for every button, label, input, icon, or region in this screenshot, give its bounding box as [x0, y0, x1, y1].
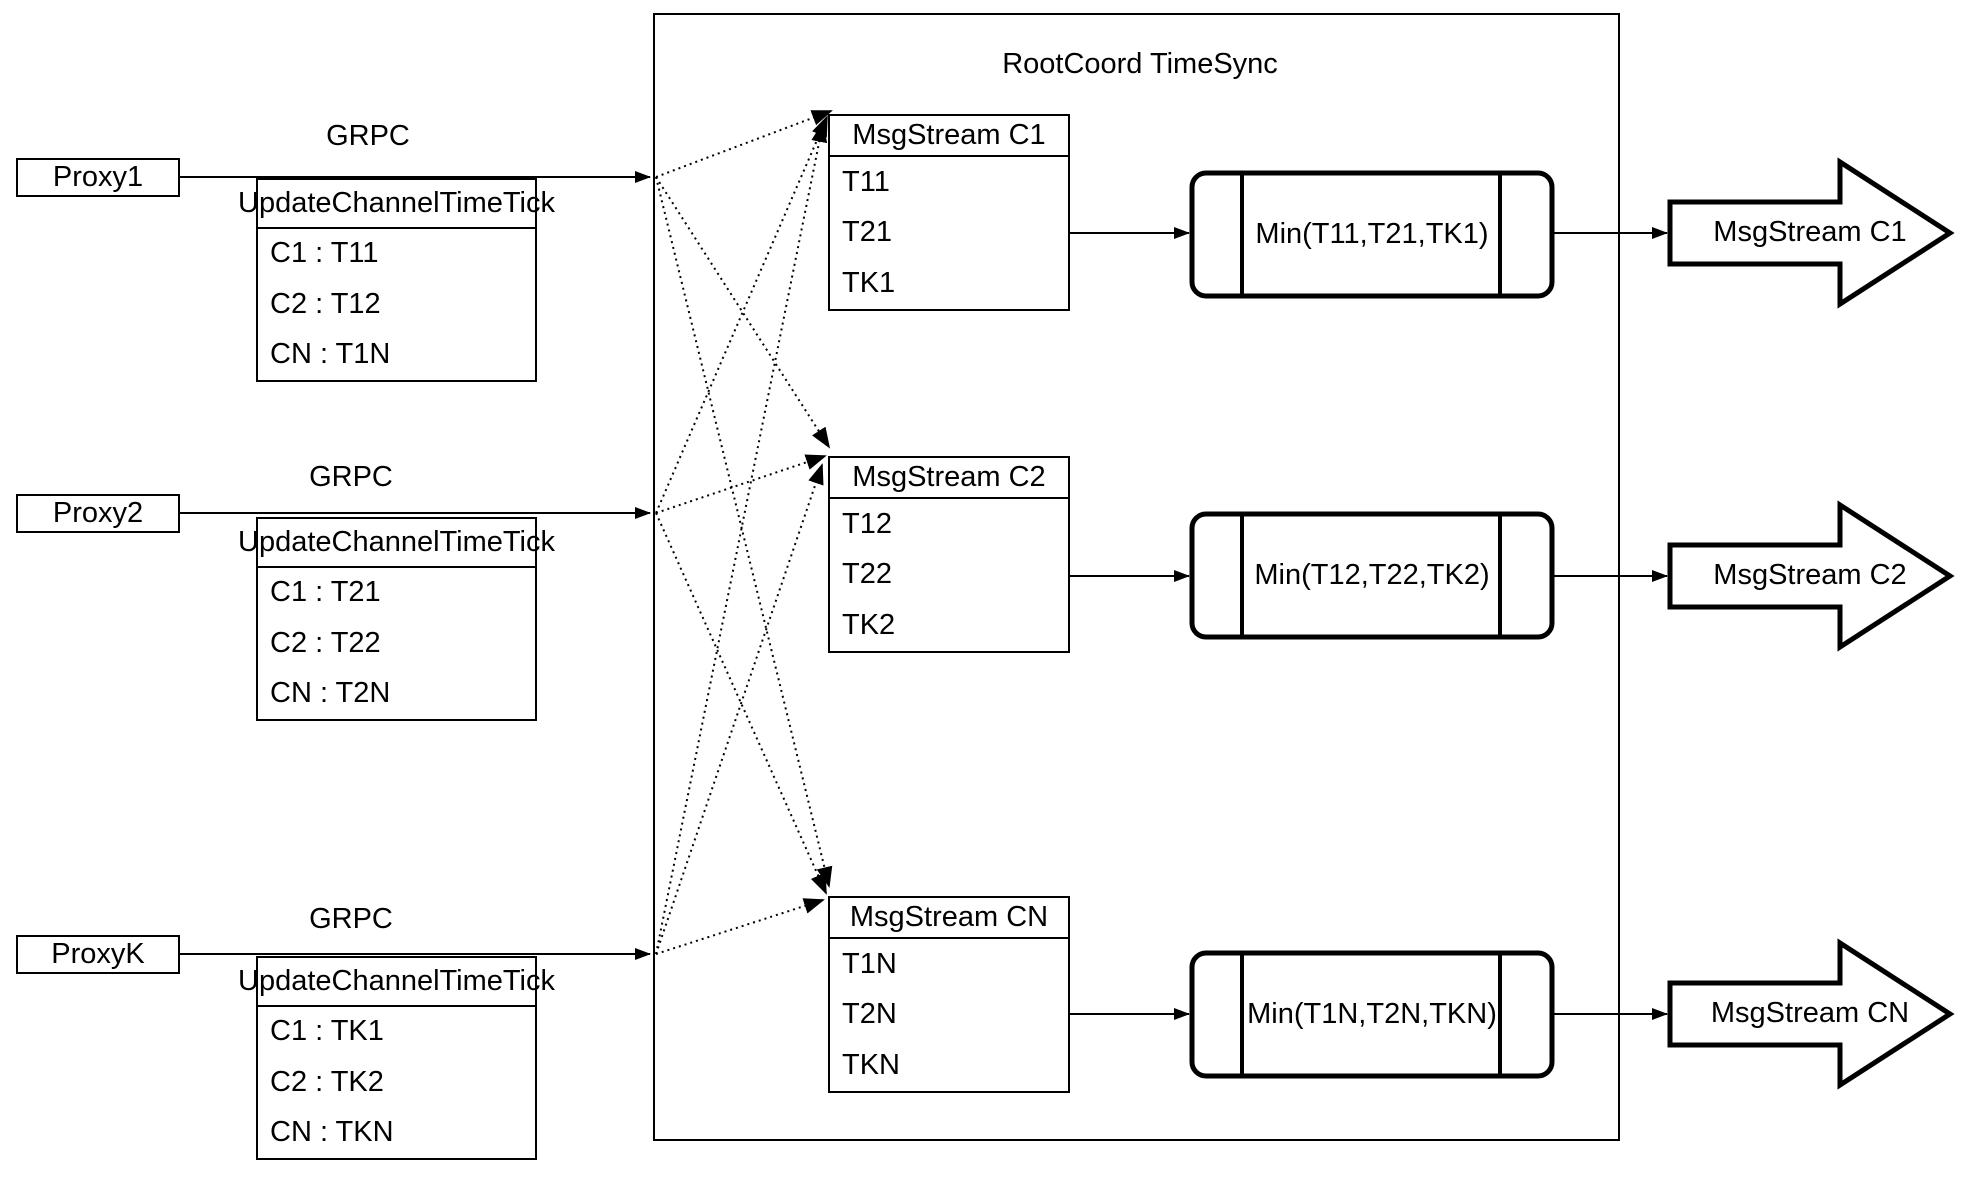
- msgstream-c1-table: MsgStream C1 T11 T21 TK1: [828, 114, 1070, 311]
- timetick-table-header: UpdateChannelTimeTick: [238, 519, 555, 568]
- table-row: CN : T2N: [270, 677, 391, 710]
- proxy2-label: Proxy2: [52, 496, 144, 529]
- table-row: T21: [842, 216, 892, 249]
- msgstream-table-body: T12 T22 TK2: [830, 499, 1068, 651]
- output-arrow-label-cn: MsgStream CN: [1710, 997, 1910, 1030]
- proxyk-box: ProxyK: [16, 935, 180, 974]
- min-label-cn: Min(T1N,T2N,TKN): [1247, 997, 1497, 1030]
- timetick-table-body: C1 : T11 C2 : T12 CN : T1N: [258, 229, 535, 380]
- table-row: TK2: [842, 609, 896, 641]
- table-row: T12: [842, 507, 892, 540]
- table-row: T22: [842, 558, 892, 591]
- msgstream-table-body: T11 T21 TK1: [830, 157, 1068, 309]
- proxyk-timetick-table: UpdateChannelTimeTick C1 : TK1 C2 : TK2 …: [238, 956, 555, 1160]
- msgstream-table-header: MsgStream C2: [830, 458, 1068, 499]
- proxyk-label: ProxyK: [51, 937, 145, 970]
- rootcoord-container-box: [653, 13, 1620, 1141]
- table-row: C2 : T22: [270, 626, 381, 659]
- proxy1-timetick-table: UpdateChannelTimeTick C1 : T11 C2 : T12 …: [238, 178, 555, 382]
- table-row: T2N: [842, 998, 897, 1031]
- table-row: T11: [842, 165, 890, 198]
- grpc-label-proxy1: GRPC: [326, 120, 410, 152]
- table-row: C2 : TK2: [270, 1065, 384, 1098]
- table-row: C1 : T11: [270, 237, 379, 270]
- proxy2-timetick-table: UpdateChannelTimeTick C1 : T21 C2 : T22 …: [238, 517, 555, 721]
- msgstream-table-body: T1N T2N TKN: [830, 939, 1068, 1091]
- min-label-c2: Min(T12,T22,TK2): [1254, 558, 1490, 591]
- output-arrow-label-c1: MsgStream C1: [1713, 216, 1907, 249]
- proxy1-label: Proxy1: [52, 160, 144, 193]
- grpc-label-proxyk: GRPC: [309, 903, 393, 935]
- timetick-table-body: C1 : T21 C2 : T22 CN : T2N: [258, 568, 535, 719]
- table-row: T1N: [842, 947, 897, 980]
- table-row: TK1: [842, 267, 896, 299]
- msgstream-table-header: MsgStream C1: [830, 116, 1068, 157]
- proxy1-box: Proxy1: [16, 158, 180, 197]
- table-row: C2 : T12: [270, 287, 381, 320]
- rootcoord-title: RootCoord TimeSync: [1002, 48, 1278, 80]
- table-row: CN : T1N: [270, 338, 391, 371]
- grpc-label-proxy2: GRPC: [309, 461, 393, 493]
- msgstream-c2-table: MsgStream C2 T12 T22 TK2: [828, 456, 1070, 653]
- table-row: TKN: [842, 1049, 900, 1081]
- table-row: C1 : TK1: [270, 1015, 384, 1048]
- timetick-table-body: C1 : TK1 C2 : TK2 CN : TKN: [258, 1007, 535, 1158]
- msgstream-table-header: MsgStream CN: [830, 898, 1068, 939]
- timetick-table-header: UpdateChannelTimeTick: [238, 958, 555, 1007]
- table-row: C1 : T21: [270, 576, 381, 609]
- timetick-table-header: UpdateChannelTimeTick: [238, 180, 555, 229]
- msgstream-cn-table: MsgStream CN T1N T2N TKN: [828, 896, 1070, 1093]
- min-label-c1: Min(T11,T21,TK1): [1255, 217, 1489, 250]
- output-arrow-label-c2: MsgStream C2: [1713, 559, 1907, 592]
- proxy2-box: Proxy2: [16, 494, 180, 533]
- table-row: CN : TKN: [270, 1116, 394, 1149]
